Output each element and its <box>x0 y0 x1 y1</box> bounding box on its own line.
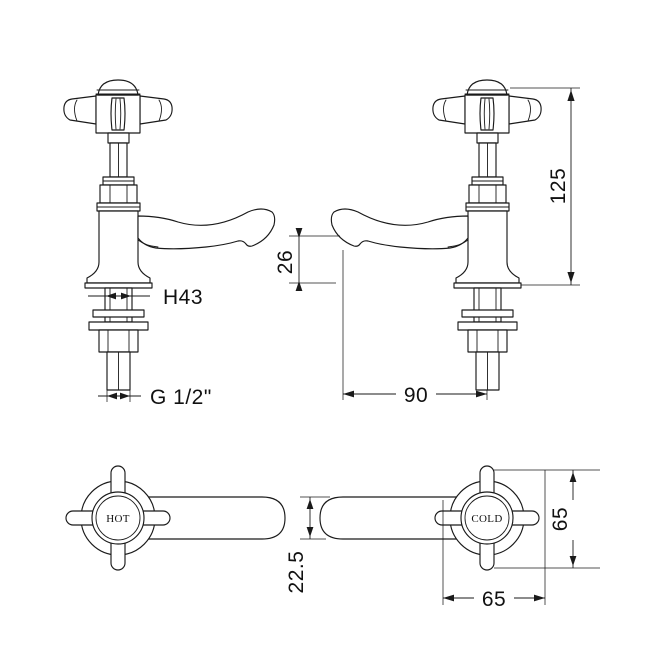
dimension-handle-width: 65 <box>442 470 546 611</box>
shank-washer-upper <box>92 309 145 318</box>
dimension-label-26: 26 <box>274 250 297 274</box>
arrow-65v-bottom <box>569 556 577 566</box>
arrow-125-bottom <box>567 272 575 283</box>
arrow-225-bottom <box>306 527 314 537</box>
handle-centre-flute-line-1 <box>114 98 117 130</box>
dimension-label-65-vertical: 65 <box>549 507 572 531</box>
headwork-nut-2 <box>468 184 507 204</box>
arrow-125-top <box>567 90 575 101</box>
handle-arm-left <box>63 95 97 125</box>
shank-washer-upper-2 <box>461 309 514 318</box>
arrow-g12-left <box>107 392 117 400</box>
shank-back-nut <box>98 329 139 353</box>
handle-arm-left-detail <box>74 99 78 122</box>
shank-back-nut-2 <box>467 329 508 353</box>
dimension-spout-offset: 22.5 <box>285 496 330 594</box>
dim-65h-text-mask <box>474 586 514 610</box>
view-hot-tap-side-elevation <box>63 79 276 391</box>
handle-centre-flute-line-2-2 <box>488 98 491 130</box>
dimension-label-d43: H43 <box>163 286 203 309</box>
mounting-flange <box>84 282 153 289</box>
arrow-26-top <box>295 228 303 238</box>
tap-spout-2 <box>330 208 469 250</box>
handle-arm-right <box>139 95 173 125</box>
mounting-flange-2 <box>453 282 522 289</box>
view-hot-tap-plan: HOT <box>65 465 286 571</box>
arrow-65v-top <box>569 472 577 482</box>
handle-arm-left-detail-2 <box>443 99 447 122</box>
arrow-d43-left <box>106 292 116 300</box>
dimension-handle-depth: 65 <box>494 469 600 569</box>
tap-spout <box>137 208 276 250</box>
spout-inner-line <box>137 239 159 248</box>
dimension-overall-height: 125 <box>510 87 580 286</box>
arrow-90-left <box>343 390 354 398</box>
dimension-label-65-horizontal: 65 <box>482 588 506 611</box>
dimension-thread-size: G 1/2" <box>98 370 212 409</box>
arrow-26-bottom <box>295 281 303 291</box>
handle-arm-right-detail-2 <box>527 99 531 122</box>
dimension-label-225: 22.5 <box>285 551 308 594</box>
spout-plan-hot <box>117 496 286 540</box>
spindle-collar <box>107 132 130 144</box>
arrow-65h-right <box>534 594 545 602</box>
handle-dome-cap <box>97 79 139 96</box>
dim-65v-text-mask <box>562 500 584 540</box>
handle-centre-flute-2 <box>479 97 495 131</box>
dimension-label-g12: G 1/2" <box>150 386 212 409</box>
dimension-label-90: 90 <box>404 384 428 407</box>
shank-washer-lower-2 <box>457 321 518 331</box>
handle-arm-left-2 <box>432 95 466 125</box>
handle-hub-circle-hot <box>91 491 145 545</box>
arrow-d43-right <box>121 292 131 300</box>
handle-hub-circle-cold <box>460 491 514 545</box>
arrow-90-right <box>476 390 487 398</box>
handle-hub-inner-cold <box>464 495 510 541</box>
spout-plan-cold <box>319 496 488 540</box>
arrow-225-top <box>306 499 314 509</box>
handle-centre-flute <box>110 97 126 131</box>
headwork-nut <box>99 184 138 204</box>
handle-label-cold: COLD <box>471 513 502 525</box>
shank-washer-lower <box>88 321 149 331</box>
dimension-label-125: 125 <box>547 168 570 205</box>
handle-centre-flute-line-1-2 <box>483 98 486 130</box>
view-cold-tap-side-elevation <box>330 79 542 391</box>
handle-dome-cap-2 <box>466 79 508 96</box>
dim-90-text-mask <box>396 382 436 406</box>
dimension-spout-height: 26 <box>274 228 340 291</box>
dimension-spout-reach: 90 <box>342 250 488 407</box>
handle-hub-inner-hot <box>95 495 141 541</box>
view-cold-tap-plan: COLD <box>319 465 540 571</box>
handle-arm-right-2 <box>508 95 542 125</box>
handle-arm-right-detail <box>158 99 162 122</box>
spout-inner-line-2 <box>447 239 469 248</box>
dimension-flange-diameter: H43 <box>88 286 203 309</box>
arrow-65h-left <box>443 594 454 602</box>
handle-centre-flute-line-2 <box>119 98 122 130</box>
arrow-g12-right <box>120 392 130 400</box>
handle-label-hot: HOT <box>106 513 130 525</box>
spindle-collar-2 <box>476 132 499 144</box>
